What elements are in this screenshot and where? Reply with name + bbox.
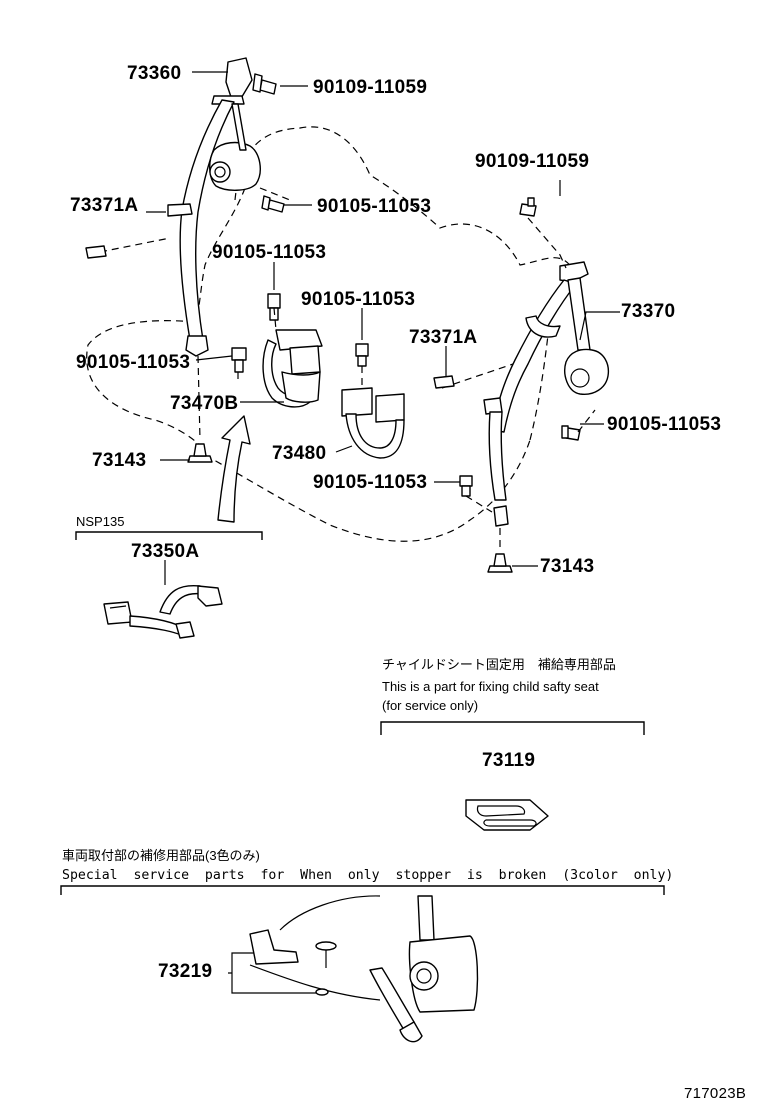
left-belt-assembly	[167, 57, 261, 357]
stopper-assembly	[249, 895, 479, 1043]
large-arrow-icon	[217, 415, 251, 523]
note-repair-jp: 車両取付部の補修用部品(3色のみ)	[62, 848, 260, 863]
leader-lines	[146, 71, 620, 585]
bolt-icon	[231, 347, 247, 373]
note-child-seat-jp: チャイルドシート固定用 補給専用部品	[382, 657, 616, 672]
buckle-73470b	[262, 329, 323, 408]
label-73119: 73119	[482, 750, 535, 771]
label-73360: 73360	[127, 63, 181, 84]
bolt-icon	[252, 73, 277, 95]
label-90105-c: 90105-11053	[301, 289, 415, 310]
label-73143-left: 73143	[92, 450, 146, 471]
bolt-icon	[355, 343, 369, 367]
bolt-icon	[261, 195, 285, 213]
bolt-icon	[519, 197, 537, 217]
label-73143-right: 73143	[540, 556, 594, 577]
clip-right	[433, 375, 455, 389]
nsp-bracket	[75, 531, 263, 540]
child-seat-bracket	[380, 721, 645, 735]
label-90109-top: 90109-11059	[313, 77, 427, 98]
label-90109-right: 90109-11059	[475, 151, 589, 172]
label-90105-b: 90105-11053	[212, 242, 326, 263]
bolt-icon	[561, 425, 581, 441]
label-90105-bottom: 90105-11053	[313, 472, 427, 493]
bolt-icon	[267, 293, 281, 321]
anchor-right	[487, 553, 513, 573]
right-belt-assembly	[483, 261, 610, 527]
note-nsp135: NSP135	[76, 514, 124, 529]
note-child-seat-en2: (for service only)	[382, 698, 478, 713]
label-73470b: 73470B	[170, 393, 238, 414]
label-73371a-right: 73371A	[409, 327, 477, 348]
anchor-left	[187, 443, 213, 463]
label-73371a-left: 73371A	[70, 195, 138, 216]
label-73219: 73219	[158, 961, 212, 982]
note-repair-en: Special service parts for When only stop…	[62, 868, 673, 883]
label-73480: 73480	[272, 443, 326, 464]
child-anchor-belt	[103, 584, 223, 639]
bolt-icon	[459, 475, 473, 497]
label-73370: 73370	[621, 301, 675, 322]
note-child-seat-en: This is a part for fixing child safty se…	[382, 679, 599, 694]
clip-left	[85, 245, 107, 259]
child-seat-plate	[465, 799, 549, 831]
label-73219-bracket	[228, 952, 316, 994]
label-90105-a: 90105-11053	[317, 196, 431, 217]
label-73350a: 73350A	[131, 541, 199, 562]
buckle-73480	[341, 387, 405, 459]
figure-id: 717023B	[684, 1085, 746, 1102]
repair-bracket	[60, 885, 665, 895]
placement-lines	[197, 187, 596, 550]
label-90105-right: 90105-11053	[607, 414, 721, 435]
label-90105-left: 90105-11053	[76, 352, 190, 373]
